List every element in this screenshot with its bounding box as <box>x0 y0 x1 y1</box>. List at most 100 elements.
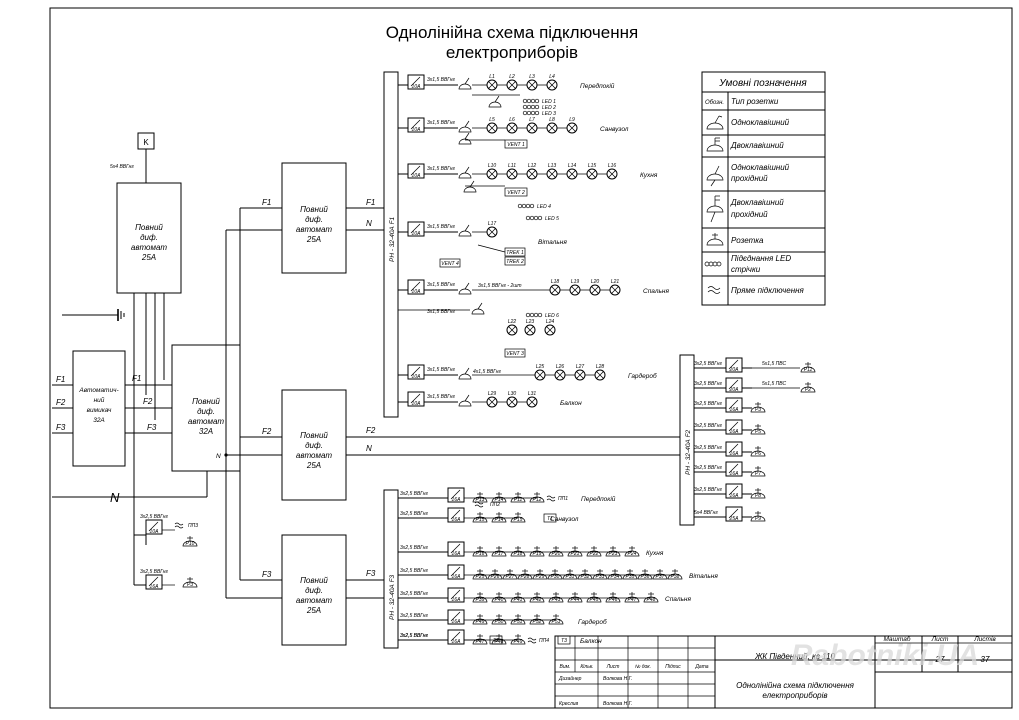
left-circuits <box>133 528 147 586</box>
socket-label: Р22 <box>590 551 599 557</box>
busbar-f1 <box>383 71 399 418</box>
socket-icon <box>607 569 623 580</box>
socket-label: Р17 <box>495 551 504 557</box>
socket-label: Р40 <box>495 597 504 603</box>
breaker-rating: 16А <box>730 493 740 499</box>
svg-text:автомат: автомат <box>131 243 167 252</box>
diagram-title-line1: Однолінійна схема підключення <box>386 23 638 42</box>
room-label: Балкон <box>560 400 582 407</box>
led-strip-icon <box>522 98 540 104</box>
f3-circuit: 3х2,5 ВВГнг16АР47Р48Р49ПП4Т3Балкон <box>398 629 602 645</box>
socket-icon <box>592 569 608 580</box>
circuit-cable: 3х2,5 ВВГнг <box>140 514 169 520</box>
breaker-rating: 20А <box>729 367 740 373</box>
svg-text:25А: 25А <box>306 606 321 615</box>
circuit-cable: 3х1,5 ВВГнг <box>427 77 456 83</box>
led-label: LED 4 <box>537 204 551 210</box>
incoming-phase-f2: F2 <box>56 398 66 407</box>
lamp-label: L18 <box>551 279 560 285</box>
socket-icon <box>472 614 488 625</box>
device-label: Т1 <box>547 516 553 522</box>
direct-connection-icon <box>474 501 484 508</box>
breaker <box>407 364 425 380</box>
socket-label: Р46 <box>609 597 618 603</box>
breaker <box>447 587 465 603</box>
socket-icon <box>750 402 766 413</box>
lamp-label: L27 <box>576 364 585 370</box>
room-label: Кухня <box>640 172 658 179</box>
breaker <box>407 279 425 295</box>
svg-text:F3: F3 <box>366 569 376 578</box>
socket-icon <box>652 569 668 580</box>
circuit-cable: 3х1,5 ВВГнг <box>427 282 456 288</box>
top-rcd <box>116 182 182 294</box>
direct-connection-icon <box>707 286 721 294</box>
breaker <box>725 419 743 435</box>
svg-text:ний: ний <box>94 396 105 404</box>
svg-text:РН - 32-40А F1: РН - 32-40А F1 <box>389 216 396 262</box>
cable-label: 3х1,5 ВВГнг <box>427 309 456 315</box>
lamp-icon <box>534 369 546 381</box>
breaker <box>725 441 743 457</box>
switch-icon <box>458 394 472 407</box>
room-label: Санвузол <box>550 516 579 523</box>
socket-label: Р34 <box>611 574 620 580</box>
svg-text:Маштаб: Маштаб <box>883 635 910 643</box>
breaker <box>145 519 163 535</box>
lamp-icon <box>589 284 601 296</box>
breaker <box>725 397 743 413</box>
breaker <box>725 377 743 393</box>
socket-label: Р48 <box>647 597 656 603</box>
circuit-cable: 3х2,5 ВВГнг <box>400 633 429 639</box>
lamp-icon <box>554 369 566 381</box>
lamp-label: L11 <box>508 163 516 169</box>
socket-icon <box>491 592 507 603</box>
svg-text:автомат: автомат <box>296 596 332 605</box>
circuit-cable: 3х1,5 ВВГнг <box>427 166 456 172</box>
socket-label: Р21 <box>571 551 580 557</box>
svg-text:електроприборів: електроприборів <box>762 691 827 700</box>
svg-text:Дизайнер: Дизайнер <box>558 675 582 682</box>
socket-icon <box>562 569 578 580</box>
breaker-rating: 16А <box>452 497 462 503</box>
svg-text:автомат: автомат <box>296 225 332 234</box>
vent-box <box>504 139 528 149</box>
busbar-f3 <box>383 489 399 649</box>
lamp-icon <box>566 122 578 134</box>
switch-icon <box>488 95 502 108</box>
circuit-cable: 5х4 ВВГнг <box>694 510 718 516</box>
svg-text:32А: 32А <box>199 427 213 436</box>
svg-text:Повний: Повний <box>300 431 328 440</box>
svg-text:F3: F3 <box>262 570 272 579</box>
socket-label: Р6 <box>755 451 761 457</box>
meter-label: K <box>143 138 149 147</box>
lamp-label: L24 <box>546 319 555 325</box>
socket-icon <box>510 592 526 603</box>
room-label: Вітальня <box>689 572 718 580</box>
svg-text:F2: F2 <box>262 427 272 436</box>
lamp-icon <box>546 79 558 91</box>
device-box <box>557 635 571 645</box>
legend-item-2: Двоклавішний <box>730 141 784 150</box>
switch-icon <box>458 132 472 145</box>
switch-icon <box>463 180 477 193</box>
switch-icon <box>458 166 472 179</box>
svg-text:N: N <box>216 453 221 460</box>
circuit-cable: 3х2,5 ВВГнг <box>694 361 723 367</box>
breaker <box>725 461 743 477</box>
breaker-rating: 16А <box>452 574 462 580</box>
svg-text:Повний: Повний <box>135 223 163 232</box>
breaker-rating: 16А <box>452 597 462 603</box>
circuit-cable: 3х2,5 ВВГнг <box>694 445 723 451</box>
legend: Умовні позначення Обозн. Тип розетки Одн… <box>701 71 826 306</box>
socket-icon <box>605 546 621 557</box>
socket-label: Р50 <box>495 619 504 625</box>
svg-text:Креслив: Креслив <box>559 701 579 707</box>
single-switch-icon <box>706 115 724 130</box>
trek-box <box>504 256 526 266</box>
rcd-f2: Повний диф. автомат 25А F2 N <box>281 389 680 501</box>
